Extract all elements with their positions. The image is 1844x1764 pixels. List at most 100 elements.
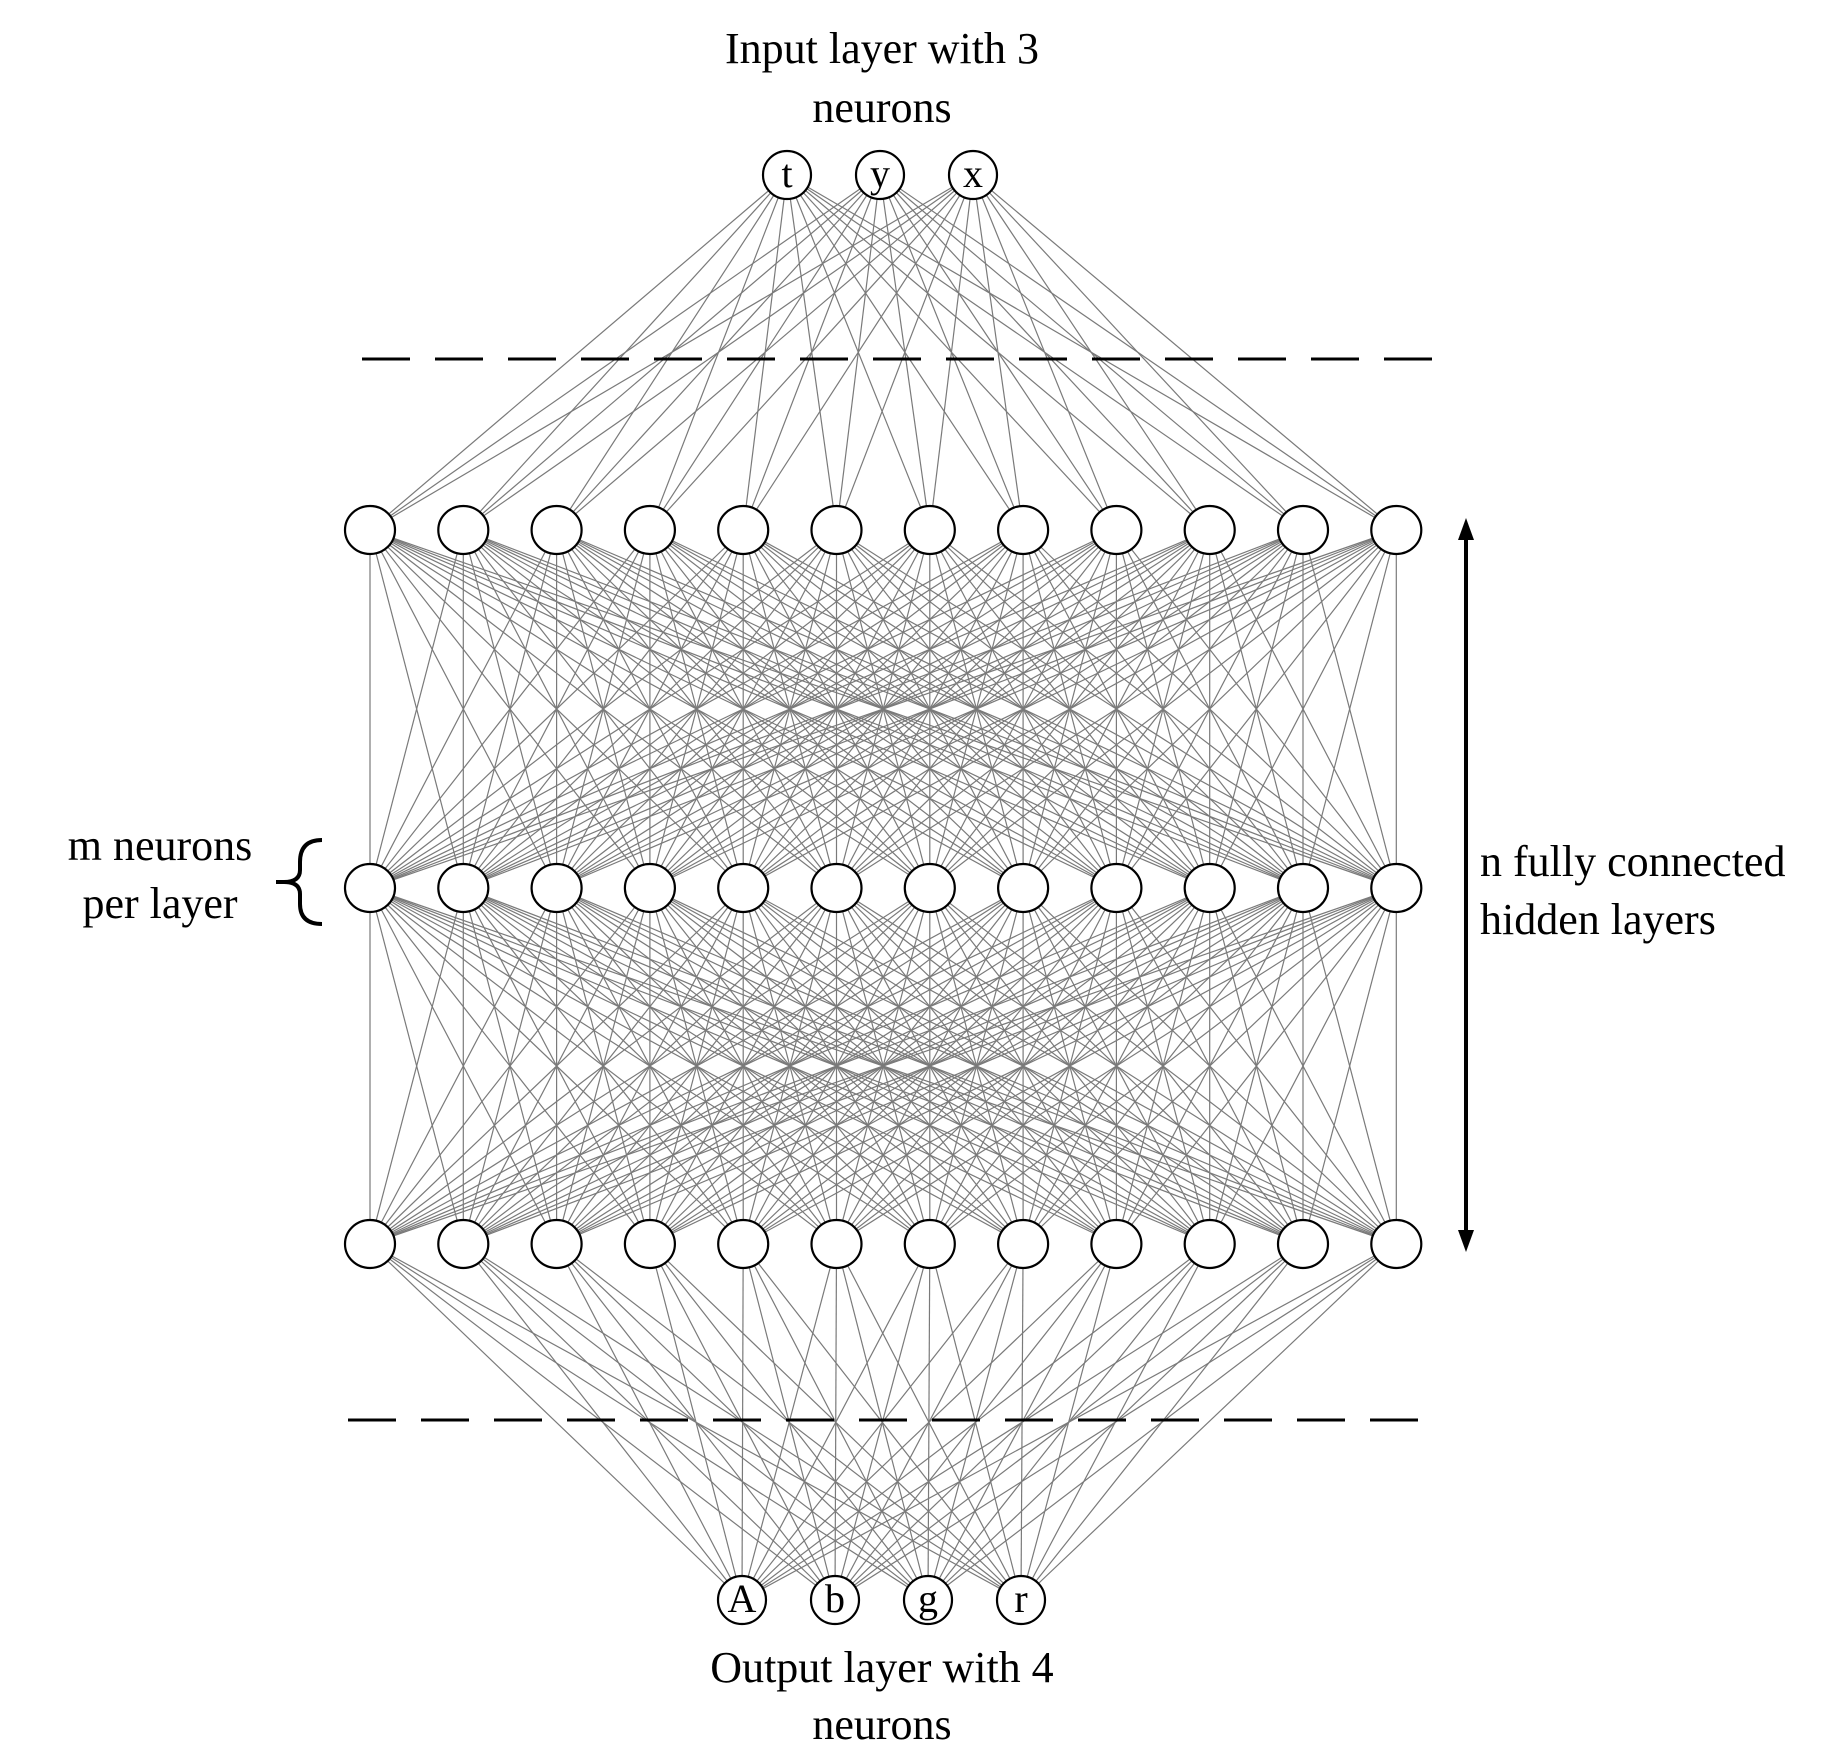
hidden-to-output-connection (741, 1243, 1304, 1601)
neurons-per-layer-label-line2: per layer (82, 879, 237, 928)
hidden-to-hidden-connection (369, 887, 744, 1245)
hidden-neuron (623, 862, 677, 914)
hidden-to-hidden-connection (369, 887, 651, 1245)
hidden-to-hidden-connection (742, 529, 1397, 889)
hidden-to-hidden-connection (836, 887, 1397, 1245)
input-neuron-label: y (870, 151, 890, 196)
hidden-to-hidden-connection (649, 529, 1397, 889)
output-neuron (716, 1574, 768, 1626)
hidden-neuron (437, 862, 490, 914)
hidden-neuron (623, 504, 677, 556)
hidden-neuron (1183, 504, 1236, 556)
hidden-to-output-connection (649, 1243, 743, 1601)
hidden-to-hidden-connection (836, 529, 1397, 889)
hidden-neuron (996, 1218, 1050, 1270)
input-neuron-label: t (781, 151, 792, 196)
hidden-to-hidden-connection (556, 887, 1397, 1245)
hidden-to-hidden-connection (369, 529, 1397, 889)
hidden-to-hidden-connection (929, 887, 1397, 1245)
hidden-to-hidden-connection (369, 887, 1210, 1245)
hidden-to-hidden-connection (463, 887, 1397, 1245)
hidden-neuron (810, 862, 863, 914)
hidden-to-output-connection (369, 1243, 743, 1601)
input-layer-caption-line1: Input layer with 3 (725, 24, 1039, 73)
input-to-hidden-connection (929, 174, 974, 531)
hidden-neuron (996, 862, 1050, 914)
hidden-neuron (1370, 504, 1423, 556)
output-neuron-label: g (918, 1576, 938, 1621)
hidden-to-hidden-connection (369, 887, 1117, 1245)
hidden-to-hidden-connection (369, 887, 464, 1245)
hidden-to-output-connection (462, 1243, 743, 1601)
hidden-neuron (717, 862, 770, 914)
hidden-to-hidden-connection (369, 529, 931, 889)
hidden-to-hidden-connection (1209, 887, 1397, 1245)
input-to-hidden-connection (972, 174, 1211, 531)
input-neuron (947, 149, 999, 201)
hidden-neuron (903, 504, 956, 556)
hidden-neuron (1090, 504, 1143, 556)
layer-width-bracket (276, 838, 323, 926)
hidden-to-output-connection (741, 1243, 838, 1601)
hidden-to-output-connection (741, 1243, 744, 1601)
hidden-to-hidden-connection (369, 887, 1024, 1245)
hidden-neuron (1276, 862, 1330, 914)
hidden-neuron (1276, 504, 1330, 556)
hidden-to-hidden-connection (649, 887, 1397, 1245)
hidden-neuron (1090, 1218, 1143, 1270)
hidden-to-hidden-connection (1302, 887, 1397, 1245)
hidden-to-output-connection (834, 1243, 1397, 1601)
hidden-neuron (903, 1218, 956, 1270)
hidden-to-output-connection (741, 1243, 1211, 1601)
input-to-hidden-connection (972, 174, 1024, 531)
output-neuron-label: r (1014, 1576, 1027, 1621)
hidden-to-hidden-connection (1115, 887, 1397, 1245)
hidden-neuron (1090, 862, 1143, 914)
hidden-neuron (343, 1218, 397, 1270)
hidden-to-hidden-connection (369, 529, 558, 889)
input-to-hidden-connection (972, 174, 1397, 531)
hidden-to-hidden-connection (369, 529, 1210, 889)
output-neuron-label: b (825, 1576, 845, 1621)
connection-lines (369, 174, 1397, 1601)
hidden-to-hidden-connection (1209, 529, 1397, 889)
hidden-neuron (1183, 862, 1236, 914)
hidden-neuron (530, 862, 583, 914)
hidden-neuron (1276, 1218, 1330, 1270)
hidden-neuron (1370, 862, 1423, 914)
hidden-neuron (530, 1218, 583, 1270)
hidden-to-output-connection (927, 1243, 1397, 1601)
hidden-layers-label-line2: hidden layers (1480, 895, 1716, 944)
input-to-hidden-connection (742, 174, 974, 531)
hidden-to-hidden-connection (1115, 529, 1397, 889)
input-to-hidden-connection (972, 174, 1304, 531)
hidden-to-output-connection (741, 1243, 1024, 1601)
hidden-depth-double-arrow (1458, 518, 1474, 1252)
hidden-neuron (343, 862, 397, 914)
hidden-to-hidden-connection (369, 529, 1117, 889)
output-neuron-label: A (728, 1576, 757, 1621)
hidden-to-output-connection (741, 1243, 931, 1601)
input-to-hidden-connection (369, 174, 881, 531)
hidden-to-hidden-connection (1302, 529, 1397, 889)
hidden-neuron (810, 1218, 863, 1270)
input-neuron (854, 149, 906, 201)
hidden-to-hidden-connection (369, 887, 837, 1245)
hidden-neuron (996, 504, 1050, 556)
input-to-hidden-connection (972, 174, 1117, 531)
hidden-to-hidden-connection (369, 887, 1304, 1245)
hidden-neuron (903, 862, 956, 914)
hidden-neuron (623, 1218, 677, 1270)
output-neuron (902, 1574, 954, 1626)
output-neuron (809, 1574, 861, 1626)
hidden-to-output-connection (741, 1243, 1397, 1601)
hidden-to-hidden-connection (369, 887, 931, 1245)
hidden-to-output-connection (556, 1243, 743, 1601)
hidden-to-hidden-connection (369, 887, 1397, 1245)
hidden-to-hidden-connection (369, 529, 464, 889)
hidden-to-hidden-connection (369, 529, 1024, 889)
hidden-neuron (1370, 1218, 1423, 1270)
neurons-per-layer-label-line1: m neurons (68, 821, 253, 870)
